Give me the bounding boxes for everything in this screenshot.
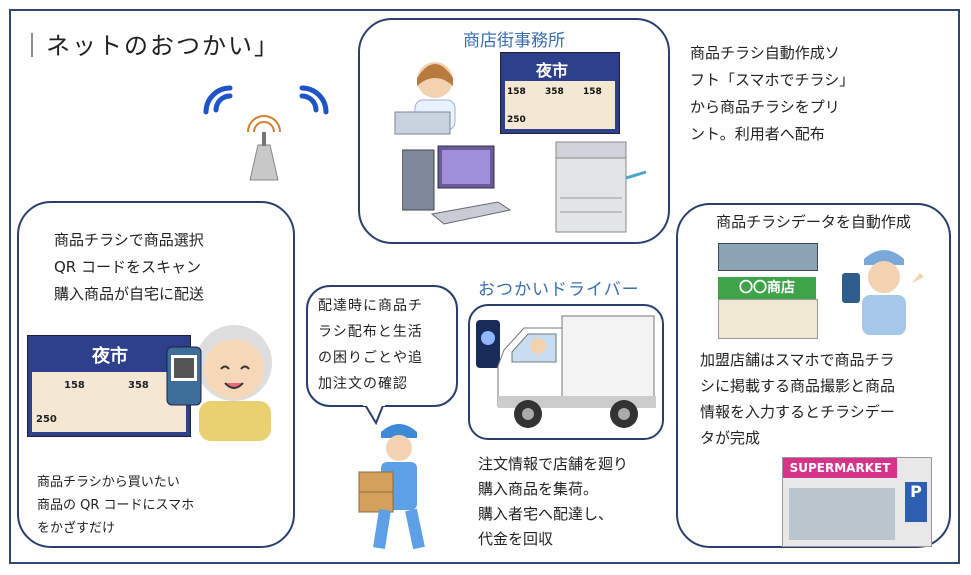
- supermarket-sign: SUPERMARKET: [783, 458, 897, 478]
- outer-frame: [9, 9, 960, 564]
- customer-flyer-image: 夜市 158 358 250: [27, 335, 191, 437]
- flyer-price: 158: [64, 380, 85, 391]
- speech-bubble-tail: [363, 403, 385, 425]
- driver-description: 注文情報で店舗を廻り 購入商品を集荷。 購入者宅へ配達し、 代金を回収: [478, 455, 629, 548]
- flyer-price: 250: [507, 115, 526, 125]
- flyer-title: 夜市: [92, 346, 128, 367]
- flyer-image: 夜市 158 358 158 250: [500, 52, 620, 134]
- flyer-title: 夜市: [536, 61, 569, 80]
- shop-building: 〇〇商店: [718, 243, 818, 339]
- store-panel: 商品チラシデータを自動作成 〇〇商店 加盟店舗はスマホで商品チラ シに掲載する商…: [676, 203, 951, 548]
- speech-text: 配達時に商品チ ラシ配布と生活 の困りごとや追 加注文の確認: [318, 298, 423, 392]
- office-panel: 商店街事務所 夜市 158 358 158 250: [358, 18, 670, 244]
- flyer-price: 158: [507, 87, 526, 97]
- parking-sign-icon: P: [905, 482, 927, 522]
- customer-top-text: 商品チラシで商品選択 QR コードをスキャン 購入商品が自宅に配送: [54, 231, 205, 303]
- shopkeeper-icon: [842, 250, 924, 335]
- flyer-price: 250: [36, 414, 57, 425]
- grandmother-phone-icon: [166, 325, 272, 441]
- driver-heading: おつかいドライバー: [478, 280, 640, 300]
- customer-bottom-text: 商品チラシから買いたい 商品の QR コードにスマホ をかざすだけ: [37, 475, 195, 536]
- page-title: ｜ネットのおつかい」: [20, 32, 280, 60]
- flyer-price: 358: [128, 380, 149, 391]
- delivery-truck-icon: [476, 315, 656, 428]
- computer-icon: [402, 145, 512, 225]
- flyer-price: 358: [545, 87, 564, 97]
- store-description: 加盟店舗はスマホで商品チラ シに掲載する商品撮影と商品 情報を入力するとチラシデ…: [700, 351, 896, 447]
- wifi-router-icon: [203, 85, 329, 181]
- shop-sign: 〇〇商店: [718, 277, 816, 299]
- customer-panel: 商品チラシで商品選択 QR コードをスキャン 購入商品が自宅に配送 夜市 158…: [17, 201, 295, 548]
- office-heading: 商店街事務所: [463, 31, 565, 51]
- printer-icon: [555, 141, 647, 233]
- supermarket-building: SUPERMARKET P: [782, 457, 932, 547]
- office-worker-icon: [394, 62, 456, 135]
- flyer-price: 158: [583, 87, 602, 97]
- office-description: 商品チラシ自動作成ソ フト「スマホでチラシ」 から商品チラシをプリ ント。利用者…: [690, 44, 855, 143]
- driver-panel: [468, 304, 664, 440]
- store-heading: 商品チラシデータを自動作成: [716, 213, 911, 231]
- delivery-person-icon: [358, 424, 425, 550]
- speech-bubble: 配達時に商品チ ラシ配布と生活 の困りごとや追 加注文の確認: [306, 285, 458, 407]
